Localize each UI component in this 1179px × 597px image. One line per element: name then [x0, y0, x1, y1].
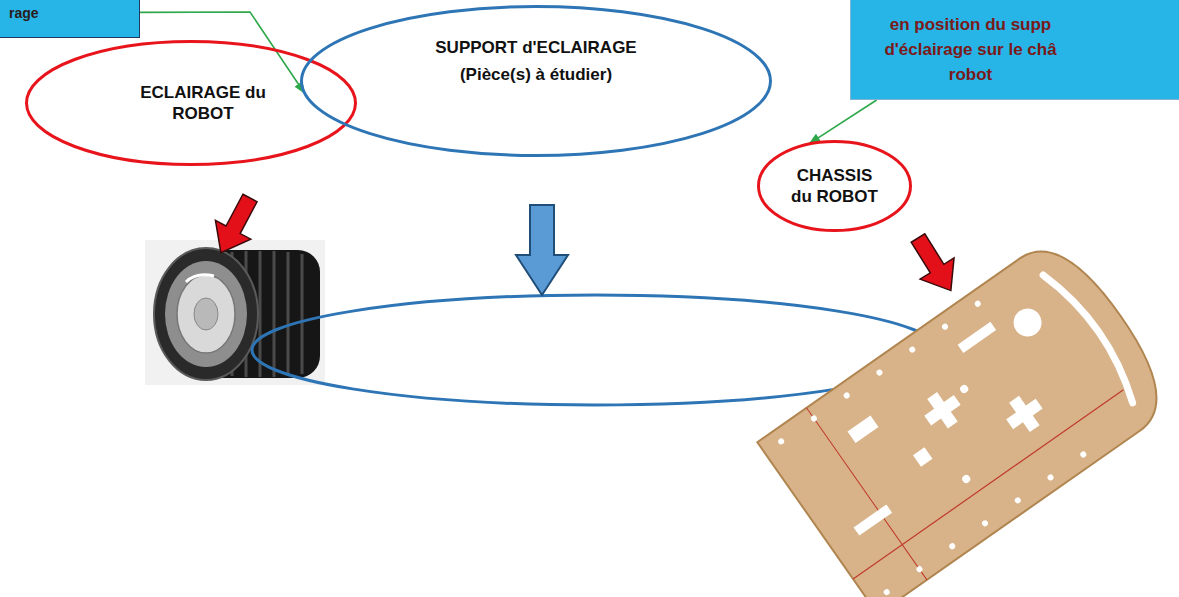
- callout-box: rage: [0, 0, 140, 38]
- leader-arrow: [140, 12, 305, 94]
- plate-hole: [1008, 303, 1047, 342]
- ellipse-shape: [302, 7, 771, 156]
- lens-center: [194, 298, 218, 330]
- node-label: CHASSIS du ROBOT: [787, 165, 883, 208]
- plate-hole: [848, 416, 879, 444]
- node-label: en position du supp d'éclairage sur le c…: [880, 13, 1062, 88]
- lens-ring: [165, 261, 247, 367]
- plate-cross: [999, 389, 1049, 439]
- plate-hole: [913, 447, 932, 466]
- plate-hole: [854, 504, 893, 535]
- plate-cross: [917, 385, 967, 435]
- leader-arrow: [809, 100, 877, 144]
- red-arrow: [901, 227, 968, 301]
- ellipse-outline: [757, 140, 912, 232]
- plate-mark: [853, 390, 1123, 579]
- lamp-face: [154, 248, 258, 380]
- photo-ground: [145, 240, 325, 385]
- node-label: SUPPORT d'ECLAIRAGE: [435, 34, 636, 61]
- node-label: ECLAIRAGE du ROBOT: [133, 82, 273, 125]
- ellipse-outline: [25, 40, 357, 166]
- red-arrow: [203, 189, 267, 263]
- lens-highlight: [186, 275, 214, 282]
- ellipse-shape: [759, 142, 911, 231]
- part-ellipse: SUPPORT d'ECLAIRAGE(Pièce(s) à étudier): [300, 5, 772, 157]
- lens: [177, 275, 235, 353]
- callout-box: en position du supp d'éclairage sur le c…: [850, 0, 1179, 100]
- plate-slot: [1043, 268, 1143, 403]
- chassis-plate: [757, 230, 1179, 597]
- chassis-picture: [757, 230, 1179, 597]
- plate-holes: [777, 300, 1087, 597]
- ellipse-shape: [27, 42, 356, 165]
- node-label: (Pièce(s) à étudier): [460, 61, 612, 88]
- function-ellipse: CHASSIS du ROBOT: [757, 140, 912, 232]
- blue-arrow: [516, 205, 568, 295]
- lamp-picture: [145, 240, 325, 385]
- plate-mark: [806, 408, 926, 580]
- node-label: rage: [9, 5, 39, 22]
- plate-hole: [958, 322, 997, 353]
- function-ellipse: ECLAIRAGE du ROBOT: [25, 40, 357, 166]
